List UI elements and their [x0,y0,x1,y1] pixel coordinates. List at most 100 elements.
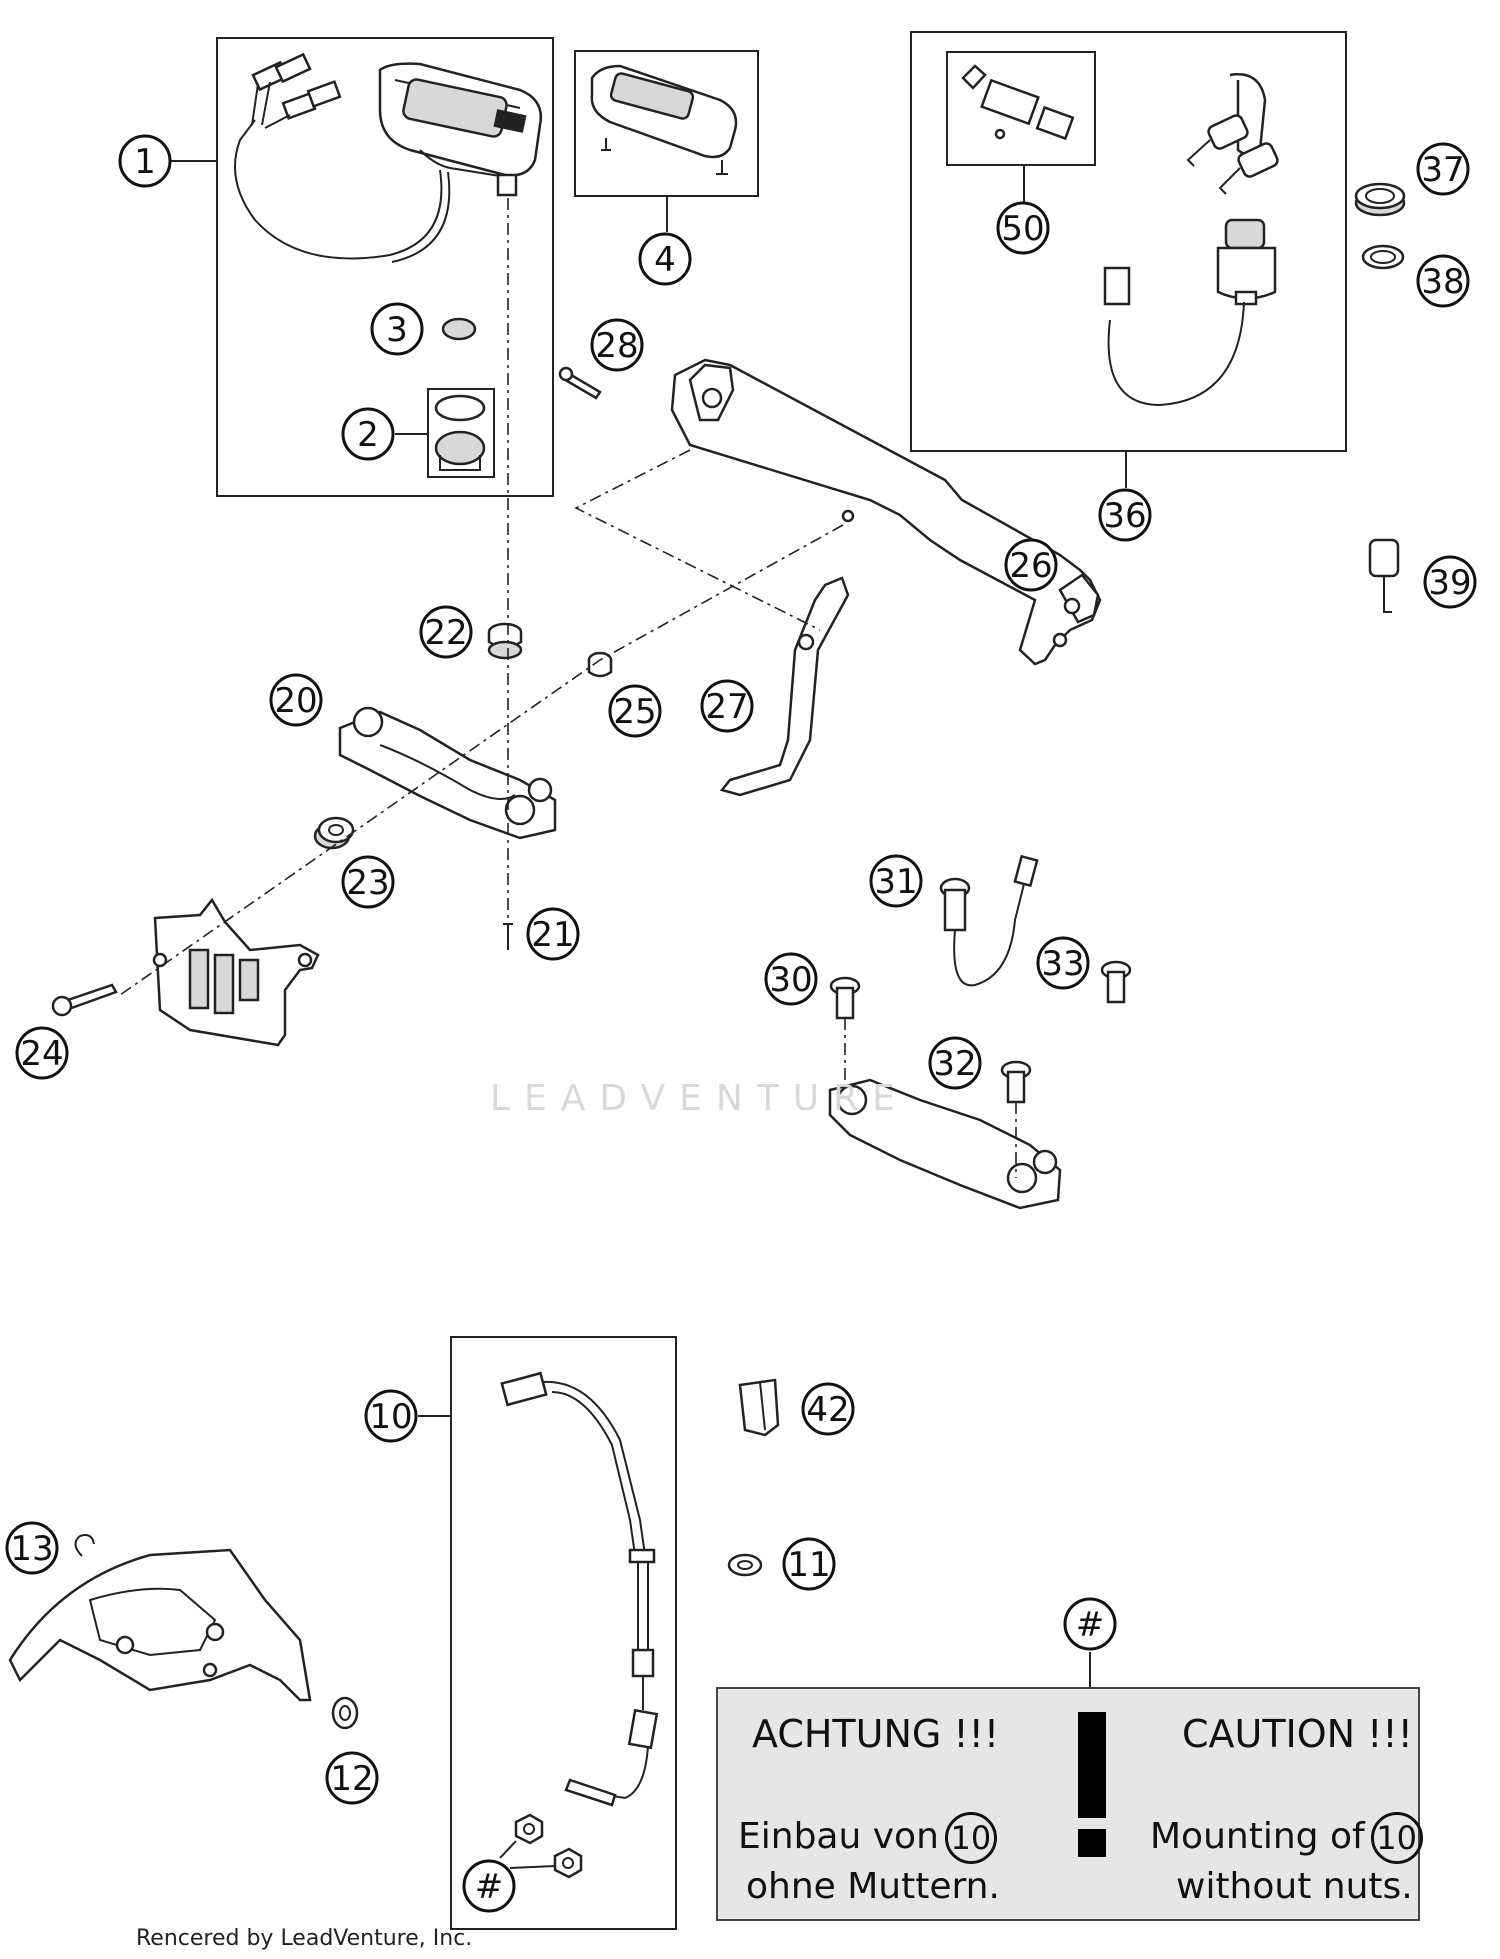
caution-box [716,1687,1420,1921]
svg-text:#: # [475,1867,504,1907]
svg-text:39: 39 [1428,563,1471,603]
svg-text:21: 21 [531,915,574,955]
caution-title-de: ACHTUNG !!! [752,1712,1000,1756]
svg-text:38: 38 [1421,262,1464,302]
callout-1: 1 [118,134,172,188]
callout-2: 2 [341,407,395,461]
callout-24: 24 [15,1026,69,1080]
bolt-24 [51,983,118,1017]
svg-text:23: 23 [346,863,389,903]
svg-text:28: 28 [595,326,638,366]
ignition-switch [1103,218,1277,407]
svg-text:31: 31 [874,862,917,902]
group-box-1 [216,37,554,497]
grommet-23 [313,816,355,850]
callout-22: 22 [419,605,473,659]
svg-text:2: 2 [357,415,379,455]
speed-sensor-cable [500,1371,659,1807]
callout-hash-top: # [1063,1597,1117,1651]
nut-hash-2 [553,1847,583,1879]
footer-credit: Rencered by LeadVenture, Inc. [136,1926,473,1951]
caution-line2-de: ohne Muttern. [746,1866,1000,1907]
nut-hash-1 [514,1813,544,1845]
callout-21: 21 [526,907,580,961]
cable-clip-42 [738,1378,780,1437]
callout-25: 25 [608,684,662,738]
callout-39: 39 [1423,555,1477,609]
callout-37: 37 [1416,142,1470,196]
callout-4: 4 [638,232,692,286]
callout-36: 36 [1098,488,1152,542]
svg-text:42: 42 [806,1390,849,1430]
plug-33 [1100,960,1132,1004]
cable-clip-11 [727,1553,763,1577]
callout-33: 33 [1036,936,1090,990]
instrument-cover [590,64,738,175]
key-blank [1368,538,1400,613]
svg-text:#: # [1076,1605,1105,1645]
indicator-lamp-31 [939,854,1039,987]
plug-32 [1000,1060,1032,1104]
washer-part [1361,244,1405,270]
group-box-10 [450,1336,677,1930]
callout-31: 31 [869,854,923,908]
assembly-line [119,524,844,996]
svg-text:36: 36 [1103,496,1146,536]
cap-part [441,317,477,341]
nut-part [1354,182,1406,217]
svg-text:30: 30 [769,960,812,1000]
caution-title-en: CAUTION !!! [1182,1712,1413,1756]
leader-lines [170,160,1127,1869]
callout-42: 42 [801,1382,855,1436]
circlip-13 [74,1534,95,1557]
grommet-22 [487,622,523,660]
plug-30 [829,976,861,1020]
svg-text:10: 10 [369,1397,412,1437]
svg-text:4: 4 [654,240,676,280]
callout-11: 11 [782,1537,836,1591]
assembly-line [574,449,821,631]
svg-text:26: 26 [1009,546,1052,586]
screw-21 [503,923,513,950]
headlight-bracket [670,358,1102,666]
grommet-part [427,388,495,478]
handlebar-clamp-32 [828,1078,1062,1210]
group-box-36 [910,31,1347,452]
callout-28: 28 [590,318,644,372]
callout-12: 12 [325,1751,379,1805]
callout-30: 30 [764,952,818,1006]
side-bracket [719,576,850,797]
handlebar-clamp-20 [338,706,557,840]
grommet-12 [331,1696,359,1730]
svg-text:20: 20 [274,681,317,721]
exclamation-icon [1078,1712,1106,1818]
svg-text:50: 50 [1001,209,1044,249]
svg-text:37: 37 [1421,150,1464,190]
keys [1186,73,1279,195]
callout-3: 3 [370,302,424,356]
svg-text:33: 33 [1041,944,1084,984]
svg-text:13: 13 [10,1529,53,1569]
callout-20: 20 [269,673,323,727]
svg-text:12: 12 [330,1759,373,1799]
ref-10-en: 10 [1370,1812,1423,1864]
callout-50: 50 [996,201,1050,255]
caution-line2-en: without nuts. [1176,1866,1413,1907]
callout-26: 26 [1004,538,1058,592]
exclamation-dot-icon [1078,1829,1106,1857]
svg-text:3: 3 [386,310,408,350]
watermark-text: LEADVENTURE [490,1078,909,1119]
plate-holder [152,897,320,1047]
lock-cylinder [961,64,1075,141]
callout-32: 32 [928,1036,982,1090]
callout-38: 38 [1416,254,1470,308]
callout-23: 23 [341,855,395,909]
svg-text:27: 27 [705,687,748,727]
callout-13: 13 [5,1521,59,1575]
svg-text:24: 24 [20,1034,63,1074]
svg-text:25: 25 [613,692,656,732]
svg-text:22: 22 [424,613,467,653]
